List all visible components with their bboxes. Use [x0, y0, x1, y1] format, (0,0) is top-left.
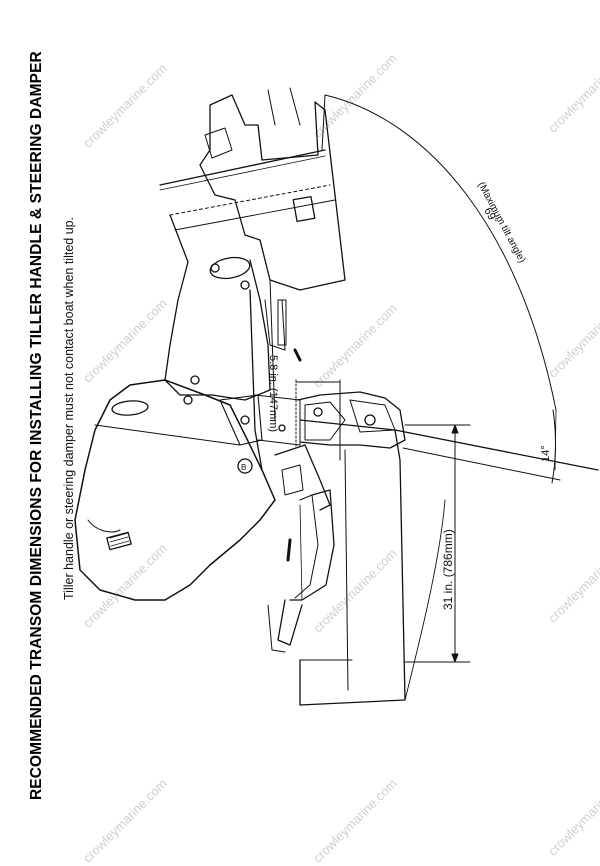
outboard-motor: B [74, 87, 346, 601]
clearance-dimension [295, 379, 341, 461]
tiller-handle [267, 444, 335, 653]
transom-height-dimension [404, 424, 471, 663]
max-tilt-arc [321, 94, 557, 471]
max-tilt-note: (Maximum tilt angle) [475, 180, 527, 265]
clearance-label: 5.8 in. (147mm) [267, 355, 279, 432]
transom-angle-label: 14° [540, 445, 552, 462]
boat-hull [299, 419, 599, 706]
svg-text:B: B [241, 463, 246, 472]
transom-height-label: 31 in. (786mm) [441, 529, 455, 610]
clamp-bracket [219, 279, 406, 471]
